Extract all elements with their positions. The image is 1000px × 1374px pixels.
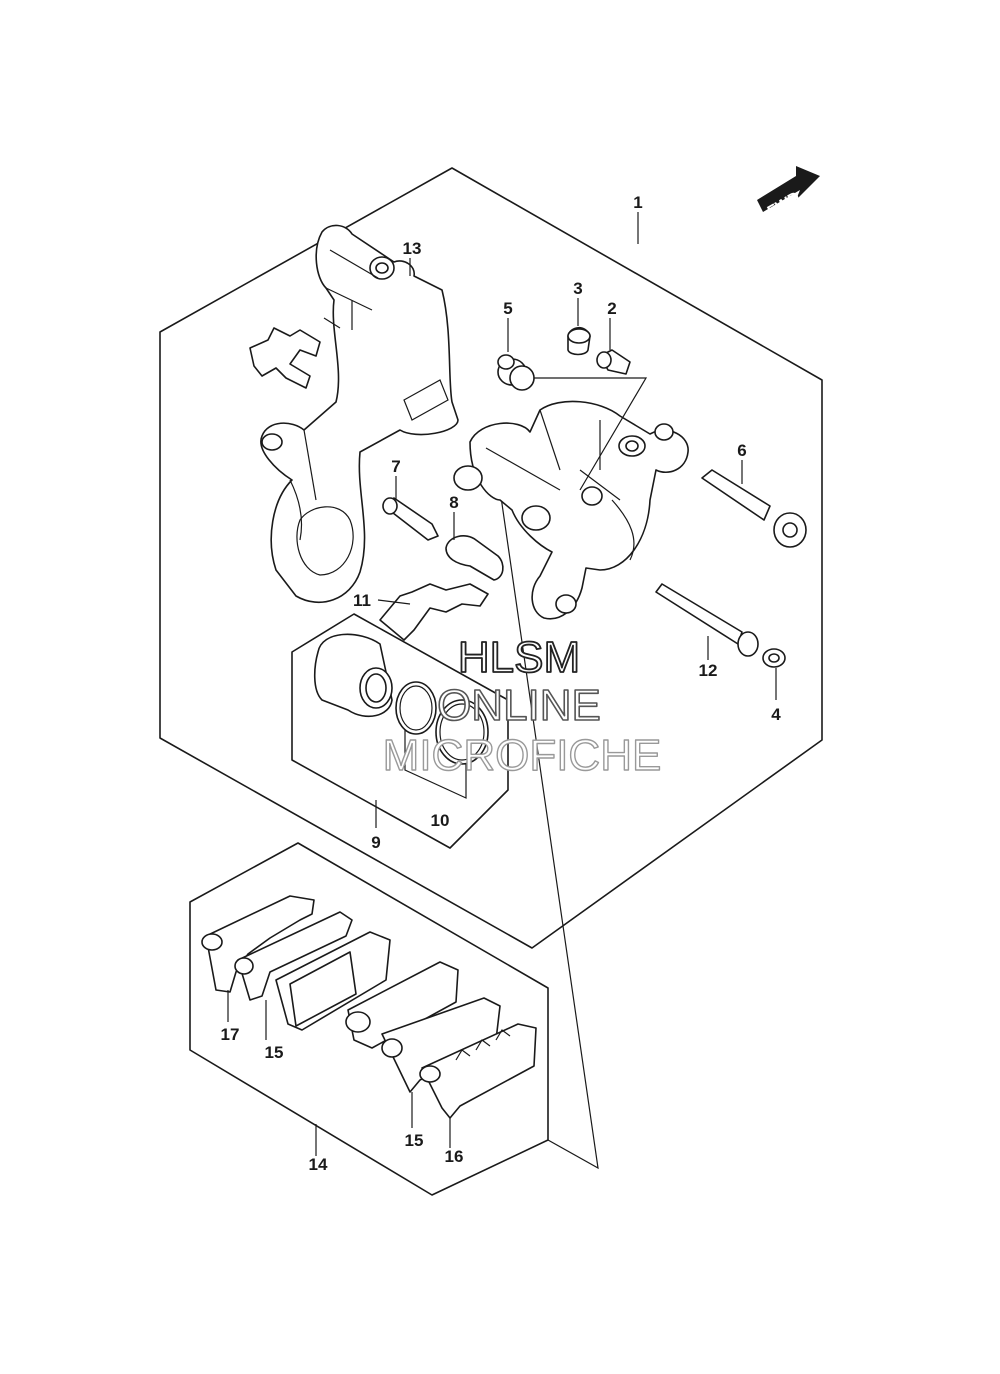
callout-17: 17 [221, 1025, 240, 1044]
callout-15-left: 15 [265, 1043, 284, 1062]
caliper-bracket [260, 224, 459, 604]
callout-4: 4 [771, 705, 781, 724]
callout-labels: 1 13 3 2 5 6 7 8 11 12 4 10 9 17 15 15 1… [221, 193, 782, 1174]
callout-3: 3 [573, 279, 582, 298]
callout-1: 1 [633, 193, 642, 212]
fwd-arrow-icon: FWD [757, 166, 820, 220]
bleeder-cap [567, 326, 591, 356]
callout-15-right: 15 [405, 1131, 424, 1150]
callout-7: 7 [391, 457, 400, 476]
pad-set-outline [189, 842, 549, 1196]
pad-spring [379, 583, 489, 641]
callout-12: 12 [699, 661, 718, 680]
callout-6: 6 [737, 441, 746, 460]
pin-cap [762, 648, 786, 668]
seal-kit-bracket [404, 730, 467, 799]
pin-boot [445, 535, 504, 581]
callout-11: 11 [353, 591, 371, 610]
slide-pin-lower [655, 583, 759, 657]
watermark-line-2: ONLINE [437, 681, 601, 730]
assembly-guide-line [499, 489, 599, 1170]
caliper-assembly-outline [159, 167, 823, 949]
leader-lines [227, 212, 777, 1156]
callout-8: 8 [449, 493, 458, 512]
piston-kit-outline [291, 613, 509, 849]
bleeder-valve [596, 349, 631, 375]
callout-2: 2 [607, 299, 616, 318]
callout-14: 14 [309, 1155, 328, 1174]
bracket-spring-clip [249, 327, 321, 389]
brake-pads [201, 895, 537, 1119]
callout-16: 16 [445, 1147, 464, 1166]
dust-seal [435, 699, 489, 765]
callout-10: 10 [431, 811, 450, 830]
watermark: HLSM ONLINE MICROFICHE [382, 632, 662, 781]
watermark-line-1: HLSM [458, 633, 580, 682]
callout-13: 13 [403, 239, 422, 258]
callout-5: 5 [503, 299, 512, 318]
slide-pin-upper [701, 469, 807, 548]
slide-pin-small [382, 497, 439, 541]
caliper-body [453, 400, 689, 620]
piston [313, 633, 393, 718]
pin-boot-plug [497, 354, 535, 391]
callout-9: 9 [371, 833, 380, 852]
piston-seal [395, 681, 437, 735]
watermark-line-3: MICROFICHE [383, 731, 662, 780]
